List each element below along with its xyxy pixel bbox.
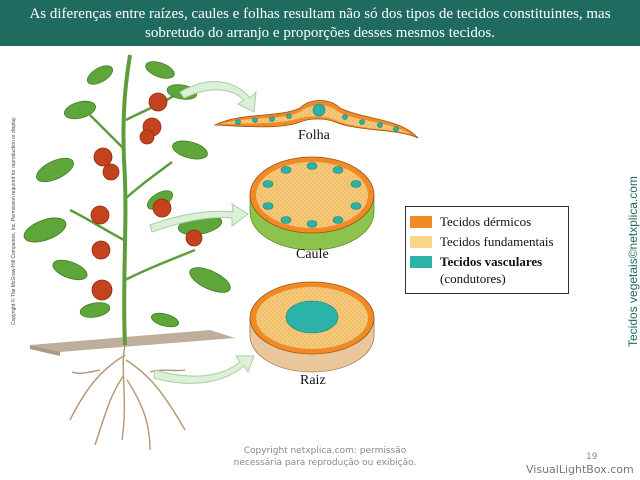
footer-copyright: Copyright netxplica.com: permissão neces… [200, 445, 450, 469]
stem-label: Caule [296, 247, 329, 263]
plant-stem [70, 55, 195, 345]
root-system [70, 345, 185, 450]
legend-swatch-ground [410, 236, 432, 248]
page-number: 19 [586, 452, 597, 462]
root-label: Raiz [300, 373, 326, 389]
site-vertical-text: Tecidos vegetais©netxplica.com [626, 177, 640, 347]
legend-label-dermal: Tecidos dérmicos [440, 214, 531, 230]
legend-label-ground: Tecidos fundamentais [440, 234, 554, 250]
soil [30, 330, 235, 356]
watermark-link[interactable]: VisualLightBox.com [526, 463, 634, 476]
footer-line-1: Copyright netxplica.com: permissão [200, 445, 450, 457]
legend-swatch-vascular [410, 256, 432, 268]
legend-label-vascular-sub: (condutores) [440, 271, 506, 287]
plant-leaves [21, 58, 234, 329]
stem-cross-section [250, 157, 374, 250]
leaf-label: Folha [298, 128, 330, 144]
legend-label-vascular: Tecidos vasculares [440, 254, 542, 270]
copyright-vertical-text: Copyright © The McGraw-Hill Companies, I… [11, 125, 17, 325]
footer-line-2: necessária para reprodução ou exibição. [200, 457, 450, 469]
root-cross-section [250, 282, 374, 372]
legend-swatch-dermal [410, 216, 432, 228]
tissue-legend: Tecidos dérmicos Tecidos fundamentais Te… [405, 206, 569, 294]
